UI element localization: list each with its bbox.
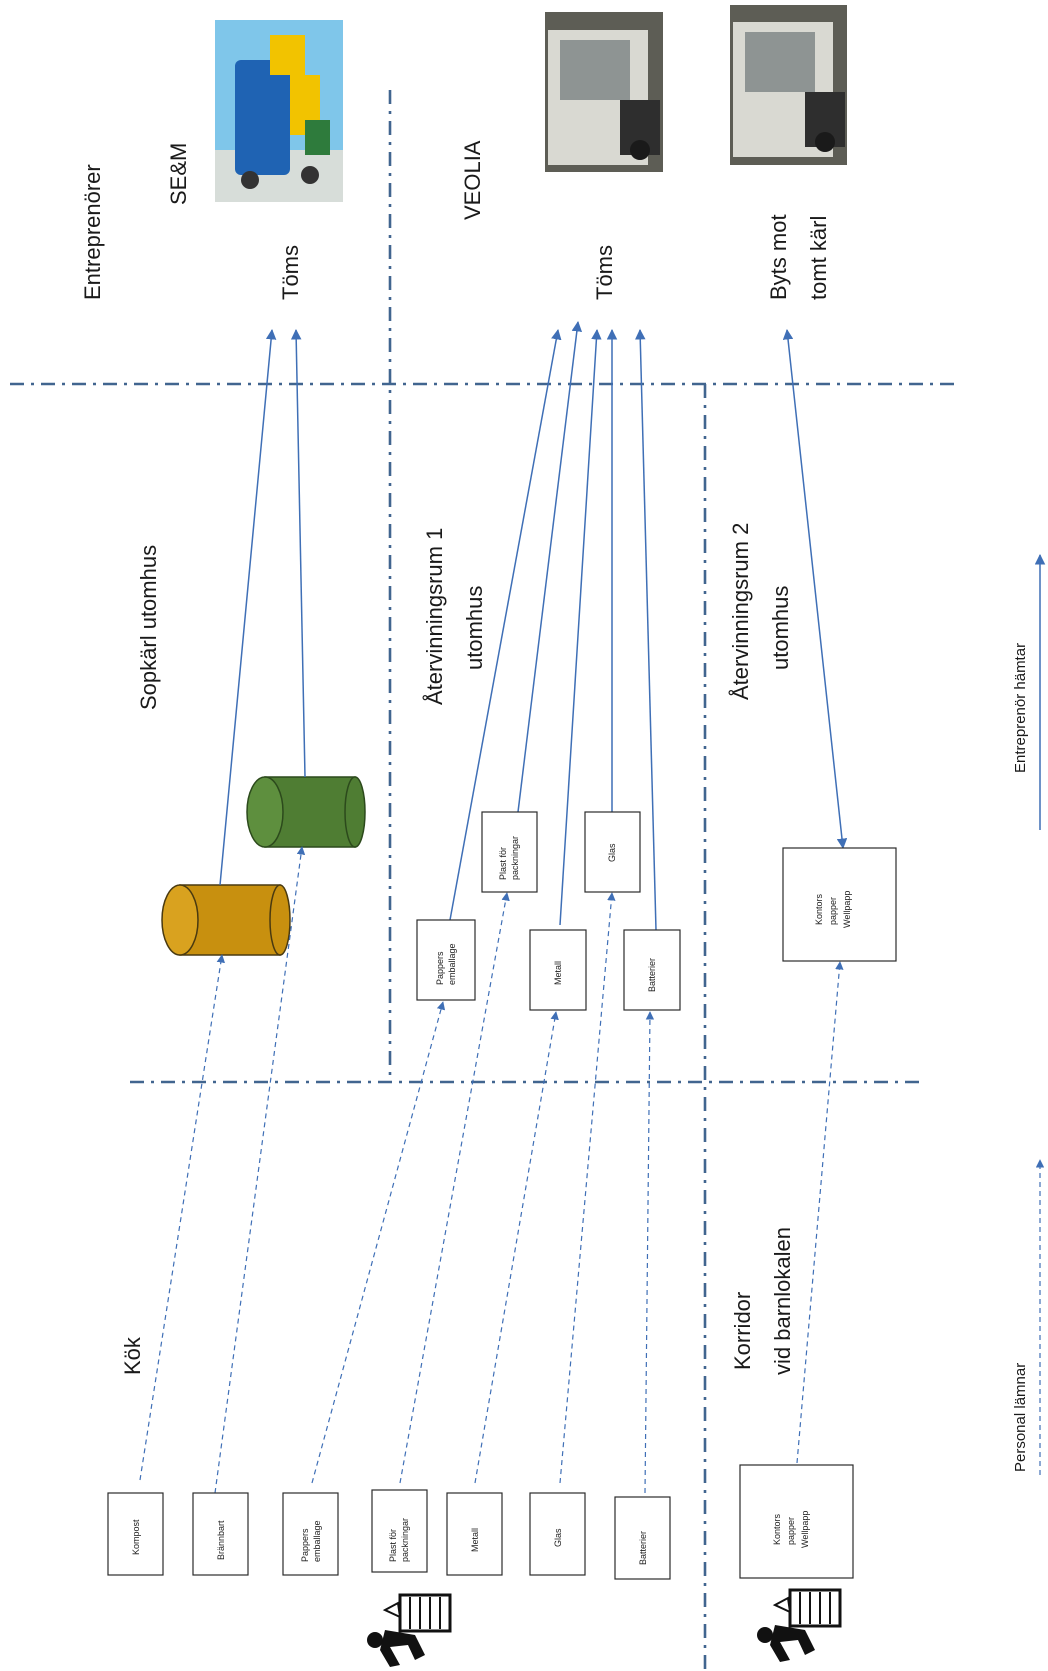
kitchen-box-batterier-line1: Batterier — [638, 1531, 648, 1565]
arrow-room2-byts — [782, 328, 848, 850]
recycling-person-icon — [757, 1588, 842, 1662]
arrow-green-bin-to-toms — [290, 328, 306, 778]
room1-boxes: Pappers emballage Plast för packningar M… — [416, 811, 681, 1011]
arrow-yellow-bin-to-toms — [219, 328, 277, 886]
arrow-room1-plast-to-toms — [517, 320, 583, 813]
korridor-label-line2: vid barnlokalen — [770, 1227, 795, 1375]
arrow-plast — [399, 892, 510, 1484]
room1-box-metall-line1: Metall — [553, 961, 563, 985]
kitchen-box-kompost: Kompost — [107, 1492, 164, 1576]
room1-box-glas: Glas — [584, 811, 641, 893]
kitchen-box-plast-line2: packningar — [400, 1518, 410, 1562]
room1-box-plast: Plast för packningar — [481, 811, 538, 893]
legend-personal-lamnar: Personal lämnar — [1012, 1363, 1029, 1472]
atervinning1-label-line2: utomhus — [462, 586, 487, 670]
kitchen-box-batterier: Batterier — [614, 1496, 671, 1580]
atervinning1-label-line1: Återvinningsrum 1 — [422, 528, 447, 705]
kitchen-boxes: Kompost Brännbart Pappers emballage Plas… — [107, 1489, 671, 1580]
kitchen-box-metall-line1: Metall — [470, 1528, 480, 1552]
kitchen-box-brannbart-line1: Brännbart — [216, 1520, 226, 1560]
kitchen-box-glas: Glas — [529, 1492, 586, 1576]
byts-label-line2: tomt kärl — [806, 216, 831, 300]
room1-box-metall: Metall — [529, 929, 587, 1011]
kitchen-box-brannbart: Brännbart — [192, 1492, 249, 1576]
recycling-person-icon — [367, 1593, 452, 1667]
room1-box-batterier: Batterier — [623, 929, 681, 1011]
kitchen-box-pappers-line1: Pappers — [300, 1528, 310, 1562]
korridor-label-line1: Korridor — [730, 1292, 755, 1370]
arrow-pappers — [311, 1001, 446, 1484]
garbage-truck-icon — [215, 20, 343, 202]
arrow-kontors — [796, 961, 844, 1464]
arrow-brannbart — [214, 846, 306, 1494]
arrow-kompost — [139, 954, 225, 1481]
arrow-batterier — [644, 1011, 655, 1494]
entreprenorer-label: Entreprenörer — [80, 164, 105, 300]
kitchen-box-pappers-line2: emballage — [312, 1520, 322, 1562]
bin-yellow-icon — [161, 884, 291, 956]
toms-label-1: Töms — [278, 245, 303, 300]
container-truck-icon — [730, 5, 847, 165]
kitchen-box-plast-line1: Plast för — [388, 1529, 398, 1562]
room1-box-plast-line1: Plast för — [498, 847, 508, 880]
korridor-box-line2: papper — [786, 1517, 796, 1545]
container-truck-icon — [545, 12, 663, 172]
room2-box-kontors: Kontors papper Wellpapp — [782, 847, 897, 962]
sopkarl-label: Sopkärl utomhus — [136, 545, 161, 710]
kok-label: Kök — [120, 1336, 145, 1375]
kitchen-box-glas-line1: Glas — [553, 1528, 563, 1547]
korridor-box-line3: Wellpapp — [800, 1511, 810, 1548]
atervinning2-label-line2: utomhus — [768, 586, 793, 670]
korridor-box-line1: Kontors — [772, 1513, 782, 1545]
kitchen-box-plast: Plast för packningar — [371, 1489, 428, 1573]
room1-box-pappers-line2: emballage — [447, 943, 457, 985]
toms-label-2: Töms — [592, 245, 617, 300]
arrow-room1-batterier-to-toms — [635, 328, 657, 931]
room1-box-pappers-line1: Pappers — [435, 951, 445, 985]
kitchen-box-pappers: Pappers emballage — [282, 1492, 339, 1576]
sem-label: SE&M — [166, 143, 191, 205]
korridor-box-kontors: Kontors papper Wellpapp — [739, 1464, 854, 1579]
legend-entreprenor-hamtar: Entreprenör hämtar — [1012, 643, 1029, 773]
collection-arrows — [219, 320, 848, 931]
kitchen-box-kompost-line1: Kompost — [131, 1519, 141, 1555]
arrow-room1-metall-to-toms — [559, 328, 602, 926]
bin-green-icon — [246, 776, 366, 848]
room2-box-line1: Kontors — [814, 893, 824, 925]
veolia-label: VEOLIA — [460, 140, 485, 220]
room2-box-line2: papper — [828, 897, 838, 925]
room1-box-plast-line2: packningar — [510, 836, 520, 880]
kitchen-box-metall: Metall — [446, 1492, 503, 1576]
headings: Entreprenörer SE&M Töms VEOLIA Töms Byts… — [80, 140, 831, 1375]
legend: Entreprenör hämtar Personal lämnar — [1012, 553, 1046, 1475]
drop-off-arrows — [139, 846, 844, 1494]
room1-box-pappers: Pappers emballage — [416, 919, 476, 1001]
atervinning2-label-line1: Återvinningsrum 2 — [728, 523, 753, 700]
arrow-metall — [474, 1011, 559, 1484]
room1-box-batterier-line1: Batterier — [647, 958, 657, 992]
room1-box-glas-line1: Glas — [607, 843, 617, 862]
room2-box-line3: Wellpapp — [842, 891, 852, 928]
byts-label-line1: Byts mot — [766, 214, 791, 300]
arrow-room1-pappers-to-toms — [449, 328, 562, 921]
dividers — [10, 90, 960, 1671]
